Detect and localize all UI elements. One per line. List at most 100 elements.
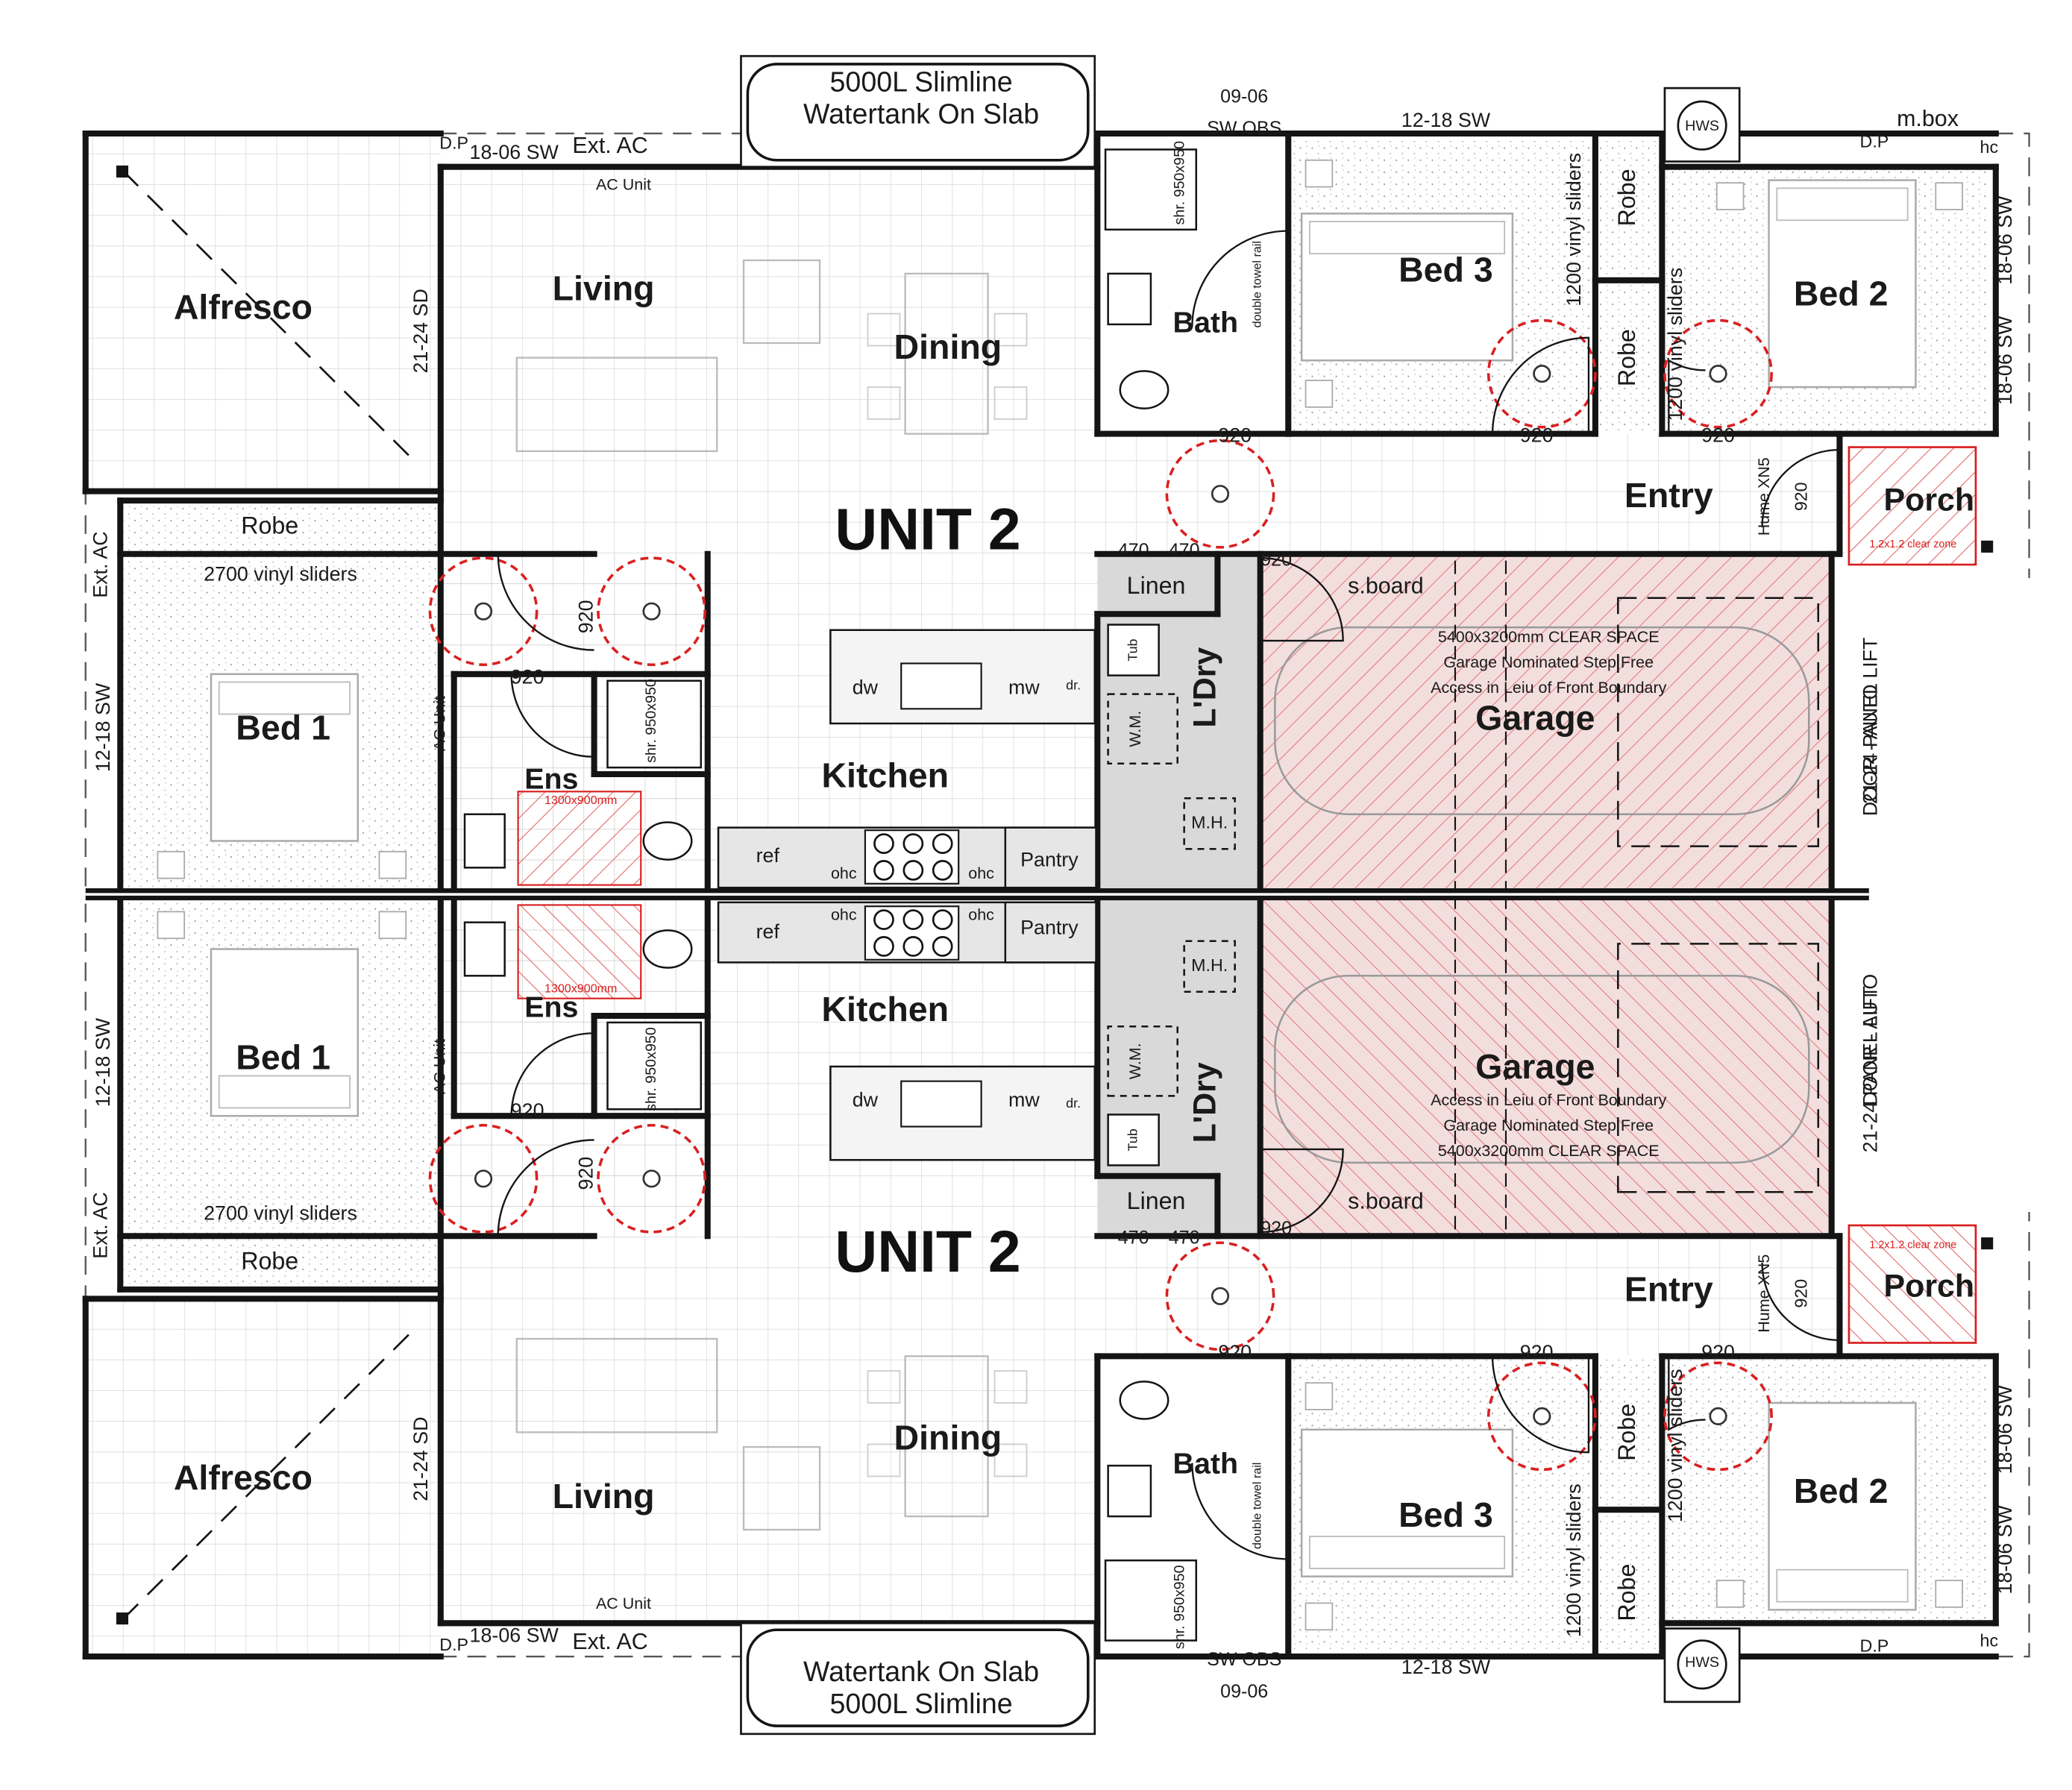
garage-clear-note: Garage Nominated Step Free [1443,653,1654,671]
garage-hatch [1260,553,1832,895]
label: 920 [511,1099,544,1122]
room-bath: Bath [1173,306,1238,339]
laundry-tub [1107,624,1160,676]
room-bed2: Bed 2 [1794,274,1889,313]
label: AC Unit [596,1595,651,1612]
burner [932,909,953,930]
bed3-mattress-pillow [1308,1536,1506,1569]
washing-machine [1107,693,1178,764]
room-linen: Linen [1127,1187,1186,1214]
door-bed3 [1491,1356,1590,1454]
room-living: Living [553,1477,655,1516]
bedside-table [378,911,407,940]
door-bath [1191,1463,1290,1560]
dining-chair [867,1443,901,1477]
label: Ext. AC [572,133,647,158]
dining-chair [993,1370,1028,1404]
door-bed2 [1668,1356,1706,1431]
door-bed1 [497,553,594,651]
door-entry [1761,1263,1841,1342]
label: ref [756,844,780,867]
room-alfresco: Alfresco [174,1458,313,1497]
watertank [746,1628,1090,1727]
burner [873,833,894,854]
label: 470 [1118,540,1149,561]
room-pantry: Pantry [1020,848,1079,870]
label: double towel rail [1250,241,1263,327]
label: 18-06 SW [1994,315,2016,405]
label: D.P [1860,1636,1889,1656]
bedside-table [1305,159,1334,188]
label: Tub [1125,638,1140,661]
label: D.P [439,1635,468,1654]
label: 920 [1261,1218,1292,1239]
label: m.box [1897,106,1959,131]
bed2-mattress-pillow [1776,1568,1909,1603]
label: ohc [831,864,857,882]
ens-clear-zone [517,904,642,999]
label: 920 [1701,424,1735,446]
door-garage [1260,1148,1344,1234]
label: 920 [1701,1341,1735,1363]
clear-space-box [1617,597,1820,847]
label: Tub [1125,1128,1140,1151]
label: W.M. [1126,711,1144,747]
laundry-tub [1107,1114,1160,1166]
carpet-robes [1596,139,1663,434]
bedside-table [1305,1602,1334,1631]
room-kitchen: Kitchen [821,756,949,795]
ens-shower [606,1021,703,1111]
label: 1200 vinyl sliders [1664,1369,1686,1522]
clearance-center [1709,365,1727,383]
label: 1300x900mm [544,982,618,995]
room-garage: Garage [1475,1047,1595,1086]
bed1-mattress [210,673,360,842]
clearance-circle [1486,1361,1597,1472]
clearance-circle [428,1123,539,1234]
room-laundry: L'Dry [1187,1062,1222,1143]
label: 470 [1169,1227,1200,1248]
label: 2700 vinyl sliders [204,1202,357,1225]
label: AC Unit [430,696,448,751]
label: Ext. AC [572,1629,647,1654]
label: 1200 vinyl sliders [1563,1483,1585,1637]
label: dw [853,1089,879,1111]
label: 920 [1791,1279,1810,1308]
label: 1.2x1.2 clear zone [1869,538,1956,550]
ens-vanity [463,813,506,869]
room-porch: Porch [1883,482,1974,518]
bedside-table [378,850,407,879]
sink [900,662,982,710]
clearance-center [474,602,493,621]
room-bed2: Bed 2 [1794,1472,1889,1510]
label-line: SW OBS [1207,118,1281,139]
carpet-robes [1596,1356,1663,1651]
label: shr. 950x950 [1171,141,1187,225]
room-robe: Robe [1613,169,1640,226]
label: shr. 950x950 [1171,1565,1187,1649]
room-entry: Entry [1624,1270,1713,1309]
label: 21-24 SD [409,289,432,373]
alfresco-floor [85,1298,441,1657]
label: 2700 vinyl sliders [204,562,357,585]
room-bath: Bath [1173,1448,1238,1480]
bed2-mattress [1768,179,1917,389]
laundry-floor [1097,553,1261,895]
room-ensuite: Ens [524,762,578,795]
clearance-center [1709,1407,1727,1425]
room-bed1: Bed 1 [236,1037,330,1076]
clearance-center [1533,365,1551,383]
washing-machine [1107,1026,1178,1097]
label: 1.2x1.2 clear zone [1869,1240,1956,1252]
label-line: 09-06 [1220,1681,1268,1702]
unit-title: UNIT 2 [835,1219,1020,1284]
door-ens [510,1032,594,1117]
label: 1200 vinyl sliders [1563,153,1585,307]
label: shr. 950x950 [643,1027,659,1111]
label-line: 09-06 [1220,86,1268,107]
bedside-table [1305,1382,1334,1410]
label: mw [1008,676,1040,699]
toilet [1119,370,1170,409]
door-bed3 [1491,336,1590,434]
label: D.P [1860,132,1889,151]
